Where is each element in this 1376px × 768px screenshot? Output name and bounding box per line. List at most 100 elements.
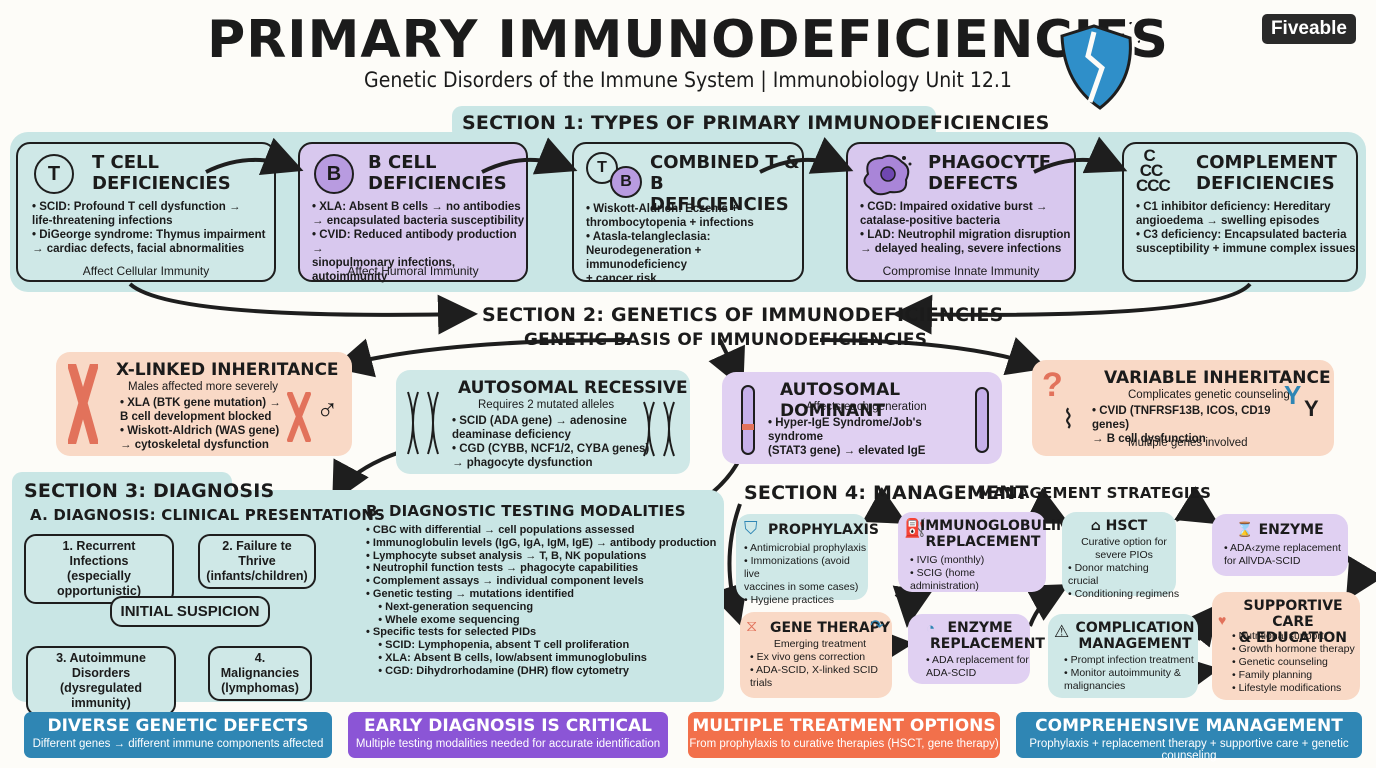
card-title-line2: DEFICIENCIES <box>368 173 507 194</box>
pacman-icon: ◔ <box>926 620 936 637</box>
mgmt-title-line: MANAGEMENT <box>1078 636 1192 652</box>
mgmt-line: Emerging treatment <box>773 638 867 650</box>
brand-logo[interactable]: Fiveable <box>1261 14 1356 44</box>
card-line: → delayed healing, severe infections <box>860 243 1062 255</box>
mgmt-title: GENE THERAPY <box>770 620 891 636</box>
body-line: • SCID (ADA gene) → adenosine <box>452 415 627 427</box>
presentation-malignancies: 4. Malignancies(lymphomas) <box>208 646 312 701</box>
card-autosomal-dominant: AUTOSOMAL DOMINANT Affects each generati… <box>722 372 1002 464</box>
section4-title: SECTION 4: MANAGEMENT <box>744 482 1029 504</box>
mgmt-line: • Genetic counseling <box>1232 656 1328 668</box>
mgmt-line: trials <box>750 677 773 689</box>
mgmt-title-line: & EDUCATION <box>1238 630 1348 646</box>
presentation-autoimmune-disorders: 3. Autoimmune Disorders(dysregulated imm… <box>26 646 176 716</box>
pill-line: (infants/children) <box>206 569 308 583</box>
antibody-icon: Y <box>1284 380 1302 410</box>
body-line: • XLA (BTK gene mutation) → <box>120 397 281 409</box>
dna-icon: ⌇ <box>1062 404 1075 434</box>
body-line: → B cell dysfunction <box>1092 433 1206 445</box>
banner-subtitle: Different genes → different immune compo… <box>32 738 324 750</box>
mgmt-line: Curative option for <box>1081 536 1167 548</box>
mgmt-line: • Donor matching crucial <box>1068 562 1149 587</box>
initial-suspicion: INITIAL SUSPICION <box>110 596 270 627</box>
card-body: • C1 inhibitor deficiency: Hereditary an… <box>1136 200 1358 256</box>
x-linked-title: X-LINKED INHERITANCE <box>116 360 339 380</box>
hourglass-icon: ⌛ <box>1236 522 1259 538</box>
card-body: • CGD: Impaired oxidative burst → catala… <box>860 200 1076 256</box>
pill-line: (lymphomas) <box>221 681 299 695</box>
pill-line: (especially opportunistic) <box>56 569 141 598</box>
banner-diverse-genetic-defects: DIVERSE GENETIC DEFECTS Different genes … <box>24 712 332 758</box>
recessive-subtitle: Requires 2 mutated alleles <box>478 399 615 411</box>
card-line: angioedema → swelling episodes <box>1136 215 1320 227</box>
mgmt-line: vaccines in some cases) <box>744 581 859 593</box>
card-title-line1: B CELL <box>368 152 437 173</box>
mgmt-title-line: SUPPORTIVE CARE <box>1243 598 1343 630</box>
banner-subtitle: Prophylaxis + replacement therapy + supp… <box>1029 738 1349 762</box>
test-item: • Specific tests for selected PIDs <box>366 626 537 639</box>
card-autosomal-recessive: AUTOSOMAL RECESSIVE Requires 2 mutated a… <box>396 370 690 474</box>
card-prophylaxis: ⛉ PROPHYLAXIS • Antimicrobial prophylaxi… <box>736 514 879 606</box>
mgmt-line: • Growth hormone therapy <box>1232 643 1355 655</box>
variable-body: • CVID (TNFRSF13B, ICOS, CD19 genes) → B… <box>1092 404 1292 446</box>
mgmt-line: severe PIOs <box>1095 549 1153 561</box>
mgmt-line: • Hygiene practices <box>744 594 835 606</box>
mgmt-line: • Family planning <box>1232 669 1313 681</box>
section1-title: SECTION 1: TYPES OF PRIMARY IMMUNODEFICI… <box>462 112 1050 134</box>
body-line: • Wiskott-Aldrich (WAS gene) <box>120 425 280 437</box>
diagnostic-tests-list: • CBC with differential → cell populatio… <box>366 524 720 678</box>
body-line: B cell development blocked <box>120 411 272 423</box>
x-chromosome-icon <box>68 364 98 444</box>
x-linked-subtitle: Males affected more severely <box>128 381 278 393</box>
test-item: • Neutrophil function tests → phagocyte … <box>366 562 639 575</box>
pill-line: 2. Failure te Thrive <box>222 539 292 568</box>
section1-title-tab <box>452 106 936 140</box>
b-cell-icon: B <box>314 154 354 194</box>
card-line: • CGD: Impaired oxidative burst → <box>860 201 1048 213</box>
test-item: • Complement assays → individual compone… <box>366 575 644 588</box>
body-line: (STAT3 gene) → elevated IgE <box>768 445 926 457</box>
test-item: • Lymphocyte subset analysis → T, B, NK … <box>366 549 647 562</box>
dominant-body: • Hyper-IgE Syndrome/Job's syndrome (STA… <box>768 416 978 458</box>
banner-title: MULTIPLE TREATMENT OPTIONS <box>692 716 996 736</box>
arrow-icon: ↷ <box>870 618 884 635</box>
card-line: • C3 deficiency: Encapsulated bacteria <box>1136 229 1347 241</box>
body-line: • CGD (CYBB, NCF1/2, CYBA genes) <box>452 443 650 455</box>
recessive-body: • SCID (ADA gene) → adenosine deaminase … <box>452 414 652 470</box>
mgmt-line: • Lifestyle modifications <box>1232 682 1342 694</box>
antibody-icon: Y <box>1304 396 1319 421</box>
mgmt-line: • Monitor autoimmunity & <box>1064 667 1181 679</box>
banner-subtitle: Multiple testing modalities needed for a… <box>355 738 661 750</box>
section4-subtitle: MANAGEMENT STRATEGIES <box>978 484 1212 502</box>
chromosome-icon <box>741 385 755 455</box>
mgmt-title-line: REPLACEMENT <box>925 534 1041 550</box>
card-note: Affect Humoral Immunity <box>347 264 479 278</box>
mgmt-line: • ADA replacement for <box>926 654 1029 666</box>
card-title-line1: T CELL <box>92 152 159 173</box>
mgmt-line: • IVIG (monthly) <box>910 554 985 566</box>
mgmt-line: ADA-SCID <box>926 667 977 679</box>
broken-shield-icon <box>1060 22 1140 110</box>
diagnosis-a-title: A. DIAGNOSIS: CLINICAL PRESENTATIONS <box>30 506 386 524</box>
mgmt-line: • ADA-SCID, X-linked SCID <box>750 664 878 676</box>
card-variable-inheritance: ? ⌇ VARIABLE INHERITANCE Complicates gen… <box>1032 360 1334 456</box>
card-note: Affect Cellular Immunity <box>82 264 210 278</box>
banner-multiple-treatment: MULTIPLE TREATMENT OPTIONS From prophyla… <box>688 712 1000 758</box>
card-line: catalase-positive bacteria <box>860 215 1000 227</box>
banner-subtitle: From prophylaxis to curative therapies (… <box>689 738 999 750</box>
banner-title: EARLY DIAGNOSIS IS CRITICAL <box>364 716 652 736</box>
dominant-subtitle: Affects each generation <box>806 401 927 413</box>
chromosome-pair-icon <box>643 401 675 457</box>
pill-line: 1. Recurrent Infections <box>62 539 136 568</box>
question-icon: ? <box>1042 366 1063 404</box>
b-cell-icon: B <box>610 166 642 198</box>
card-body: • SCID: Profound T cell dysfunction → li… <box>32 200 272 256</box>
recessive-title: AUTOSOMAL RECESSIVE <box>458 378 688 398</box>
presentation-failure-to-thrive: 2. Failure te Thrive(infants/children) <box>198 534 316 589</box>
card-enzyme-top: ⌛ ENZYME • ADA‹zyme replacement for AllV… <box>1212 514 1348 576</box>
mgmt-title: ENZYME <box>1258 522 1324 538</box>
page-title: PRIMARY IMMUNODEFICIENCIES <box>207 10 1169 70</box>
